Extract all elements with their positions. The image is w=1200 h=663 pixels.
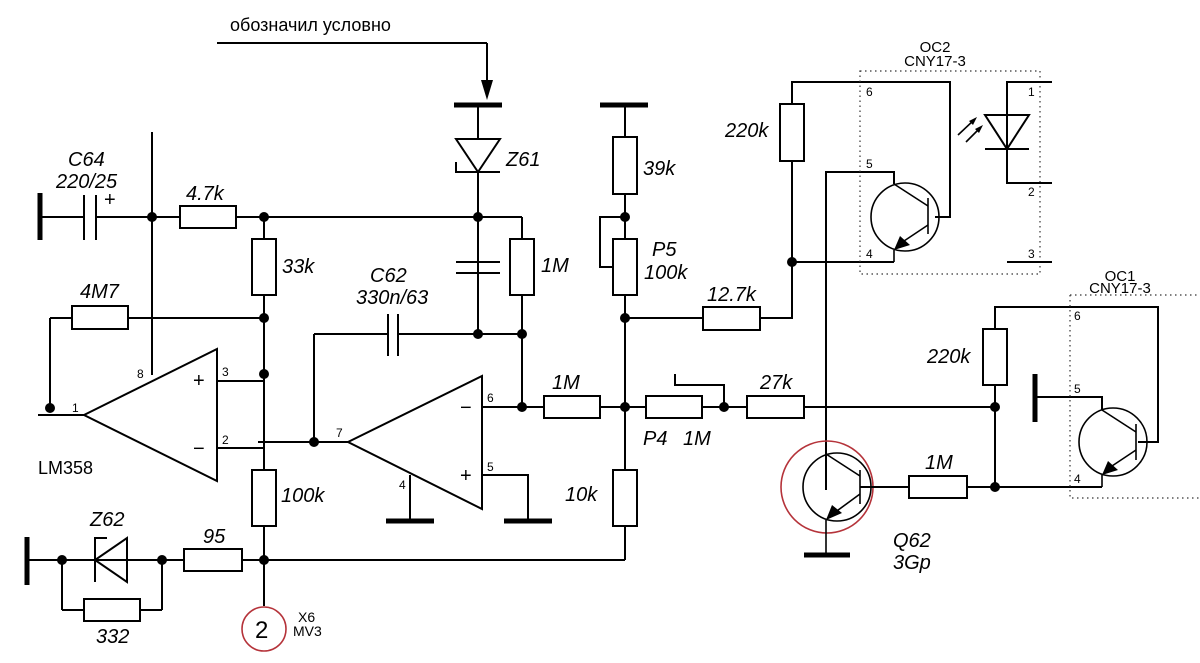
- resistor-12.7k: [702, 306, 761, 331]
- opamp2-minus-sign: −: [460, 397, 472, 419]
- r-4.7k-label: 4.7k: [186, 183, 225, 205]
- oc2-pin5: 5: [866, 157, 873, 171]
- r-95-label: 95: [203, 526, 226, 548]
- resistor-39k: [612, 136, 638, 195]
- oc2-pin1: 1: [1028, 85, 1035, 99]
- resistor-220k-oc1: [982, 328, 1008, 386]
- phototransistor-oc2: [870, 182, 940, 262]
- opamp-lm358-a: [81, 347, 218, 483]
- capacitor-vertical-z61: [456, 261, 500, 274]
- resistor-4m7: [71, 305, 129, 330]
- q62-value: 3Gp: [893, 552, 931, 574]
- opamp1-plus-sign: +: [193, 370, 205, 392]
- r-39k-label: 39k: [643, 158, 676, 180]
- zener-diode-z61: [454, 138, 502, 174]
- r-1m-base-label: 1M: [925, 452, 953, 474]
- opamp1-ref: LM358: [38, 458, 93, 478]
- resistor-33k: [251, 238, 277, 296]
- c62-ref: C62: [370, 265, 407, 287]
- opamp1-pin-vcc: 8: [137, 367, 144, 381]
- capacitor-c62: [387, 314, 399, 356]
- resistor-1m-top: [509, 238, 535, 296]
- resistor-10k: [612, 469, 638, 527]
- capacitor-c64: [83, 195, 97, 240]
- r-10k-label: 10k: [565, 484, 598, 506]
- oc1-part: CNY17-3: [1089, 280, 1151, 297]
- resistor-220k-oc2: [779, 103, 805, 162]
- p5-value: 100k: [644, 262, 688, 284]
- p5-ref: P5: [652, 239, 677, 261]
- resistor-1m-mid: [543, 395, 601, 419]
- resistor-1m-base: [908, 475, 968, 499]
- opamp2-pin-in-minus: 6: [487, 391, 494, 405]
- opamp2-pin-out: 7: [336, 426, 343, 440]
- oc2-pin6: 6: [866, 85, 873, 99]
- oc1-pin4: 4: [1074, 472, 1081, 486]
- opamp2-plus-sign: +: [460, 465, 472, 487]
- oc2-part: CNY17-3: [904, 53, 966, 70]
- connector-x6-pin2: [241, 606, 287, 652]
- oc2-ref: OC2: [920, 39, 951, 56]
- r-33k-label: 33k: [282, 256, 315, 278]
- c62-value: 330n/63: [356, 287, 428, 309]
- oc2-pin4: 4: [866, 247, 873, 261]
- opamp1-pin-in-minus: 2: [222, 433, 229, 447]
- phototransistor-oc1: [1078, 407, 1148, 487]
- resistor-4.7k: [179, 205, 237, 229]
- r-220k-oc2-label: 220k: [724, 120, 769, 142]
- x6-part: MV3: [293, 623, 322, 639]
- oc1-ref: OC1: [1105, 268, 1136, 285]
- r-27k-label: 27k: [759, 372, 793, 394]
- oc2-pin2: 2: [1028, 185, 1035, 199]
- potentiometer-p5[interactable]: [612, 238, 638, 296]
- z62-label: Z62: [89, 509, 124, 531]
- optocoupler-oc2-outline: [859, 70, 1041, 275]
- annotation-label: обозначил условно: [230, 15, 391, 35]
- resistor-95: [183, 548, 243, 572]
- r-1m-top-label: 1M: [541, 255, 569, 277]
- z61-label: Z61: [505, 149, 540, 171]
- opamp1-pin-in-plus: 3: [222, 365, 229, 379]
- c64-ref: C64: [68, 149, 105, 171]
- q62-ref: Q62: [893, 530, 931, 552]
- p4-ref: P4: [643, 428, 667, 450]
- opamp1-minus-sign: −: [193, 438, 205, 460]
- c64-value: 220/25: [55, 171, 118, 193]
- potentiometer-p4[interactable]: [645, 395, 703, 419]
- oc2-pin3: 3: [1028, 247, 1035, 261]
- c64-polarity: +: [104, 189, 116, 211]
- p4-value: 1M: [683, 428, 711, 450]
- oc1-pin5: 5: [1074, 382, 1081, 396]
- zener-diode-z62: [93, 536, 128, 584]
- resistor-100k: [251, 469, 277, 527]
- resistor-332: [83, 598, 141, 622]
- r-220k-oc1-label: 220k: [926, 346, 971, 368]
- led-oc2: [957, 81, 1052, 263]
- r-12.7k-label: 12.7k: [707, 284, 757, 306]
- r-4m7-label: 4M7: [80, 281, 120, 303]
- r-100k-label: 100k: [281, 485, 325, 507]
- opamp-lm358-b: [345, 374, 483, 511]
- r-332-label: 332: [96, 626, 129, 648]
- opamp1-pin-out: 1: [72, 401, 79, 415]
- annotation-arrow: [217, 42, 493, 100]
- transistor-q62: [802, 452, 872, 556]
- light-emission-icon: [957, 117, 983, 143]
- opamp2-pin-in-plus: 5: [487, 460, 494, 474]
- resistor-27k: [746, 395, 805, 419]
- x6-pin-number: 2: [255, 617, 268, 644]
- oc1-pin6: 6: [1074, 309, 1081, 323]
- opamp2-pin-gnd: 4: [399, 478, 406, 492]
- x6-ref: X6: [298, 609, 315, 625]
- r-1m-mid-label: 1M: [552, 372, 580, 394]
